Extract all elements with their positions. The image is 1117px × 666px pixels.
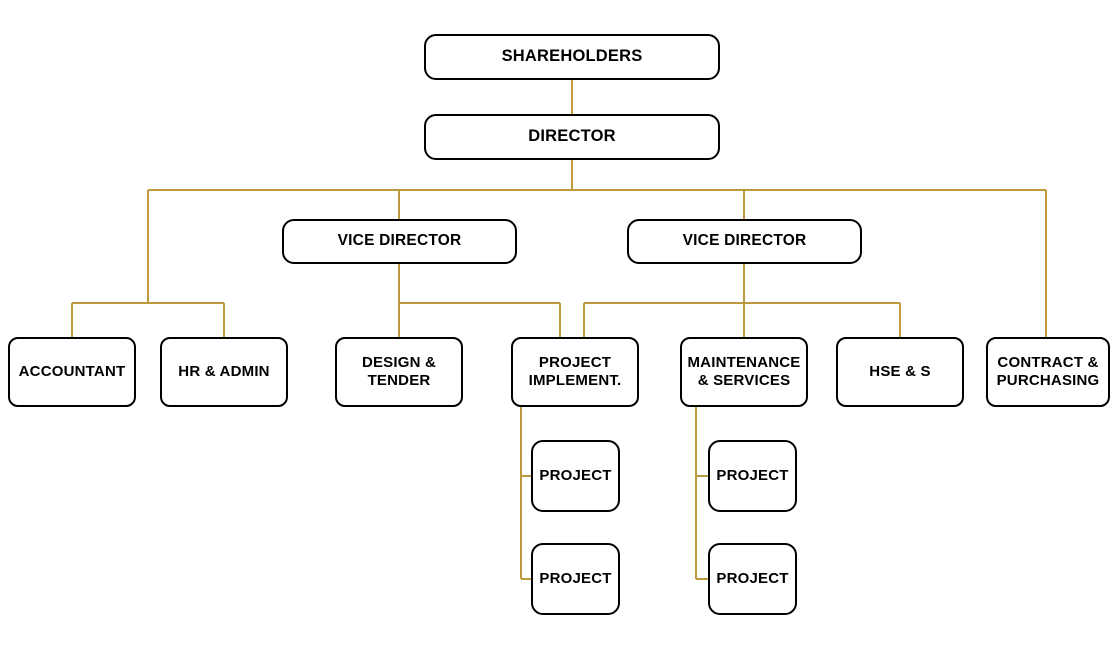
node-project-impl-child-1[interactable]: PROJECT <box>531 440 620 512</box>
node-director[interactable]: DIRECTOR <box>424 114 720 160</box>
node-hr-admin[interactable]: HR & ADMIN <box>160 337 288 407</box>
node-project-implement[interactable]: PROJECT IMPLEMENT. <box>511 337 639 407</box>
node-vice-director-left[interactable]: VICE DIRECTOR <box>282 219 517 264</box>
node-project-impl-child-2[interactable]: PROJECT <box>531 543 620 615</box>
node-hse-s[interactable]: HSE & S <box>836 337 964 407</box>
node-accountant[interactable]: ACCOUNTANT <box>8 337 136 407</box>
node-contract-purchasing[interactable]: CONTRACT & PURCHASING <box>986 337 1110 407</box>
node-vice-director-right[interactable]: VICE DIRECTOR <box>627 219 862 264</box>
node-maintenance-services[interactable]: MAINTENANCE & SERVICES <box>680 337 808 407</box>
node-maintenance-child-1[interactable]: PROJECT <box>708 440 797 512</box>
node-shareholders[interactable]: SHAREHOLDERS <box>424 34 720 80</box>
node-maintenance-child-2[interactable]: PROJECT <box>708 543 797 615</box>
node-design-tender[interactable]: DESIGN & TENDER <box>335 337 463 407</box>
